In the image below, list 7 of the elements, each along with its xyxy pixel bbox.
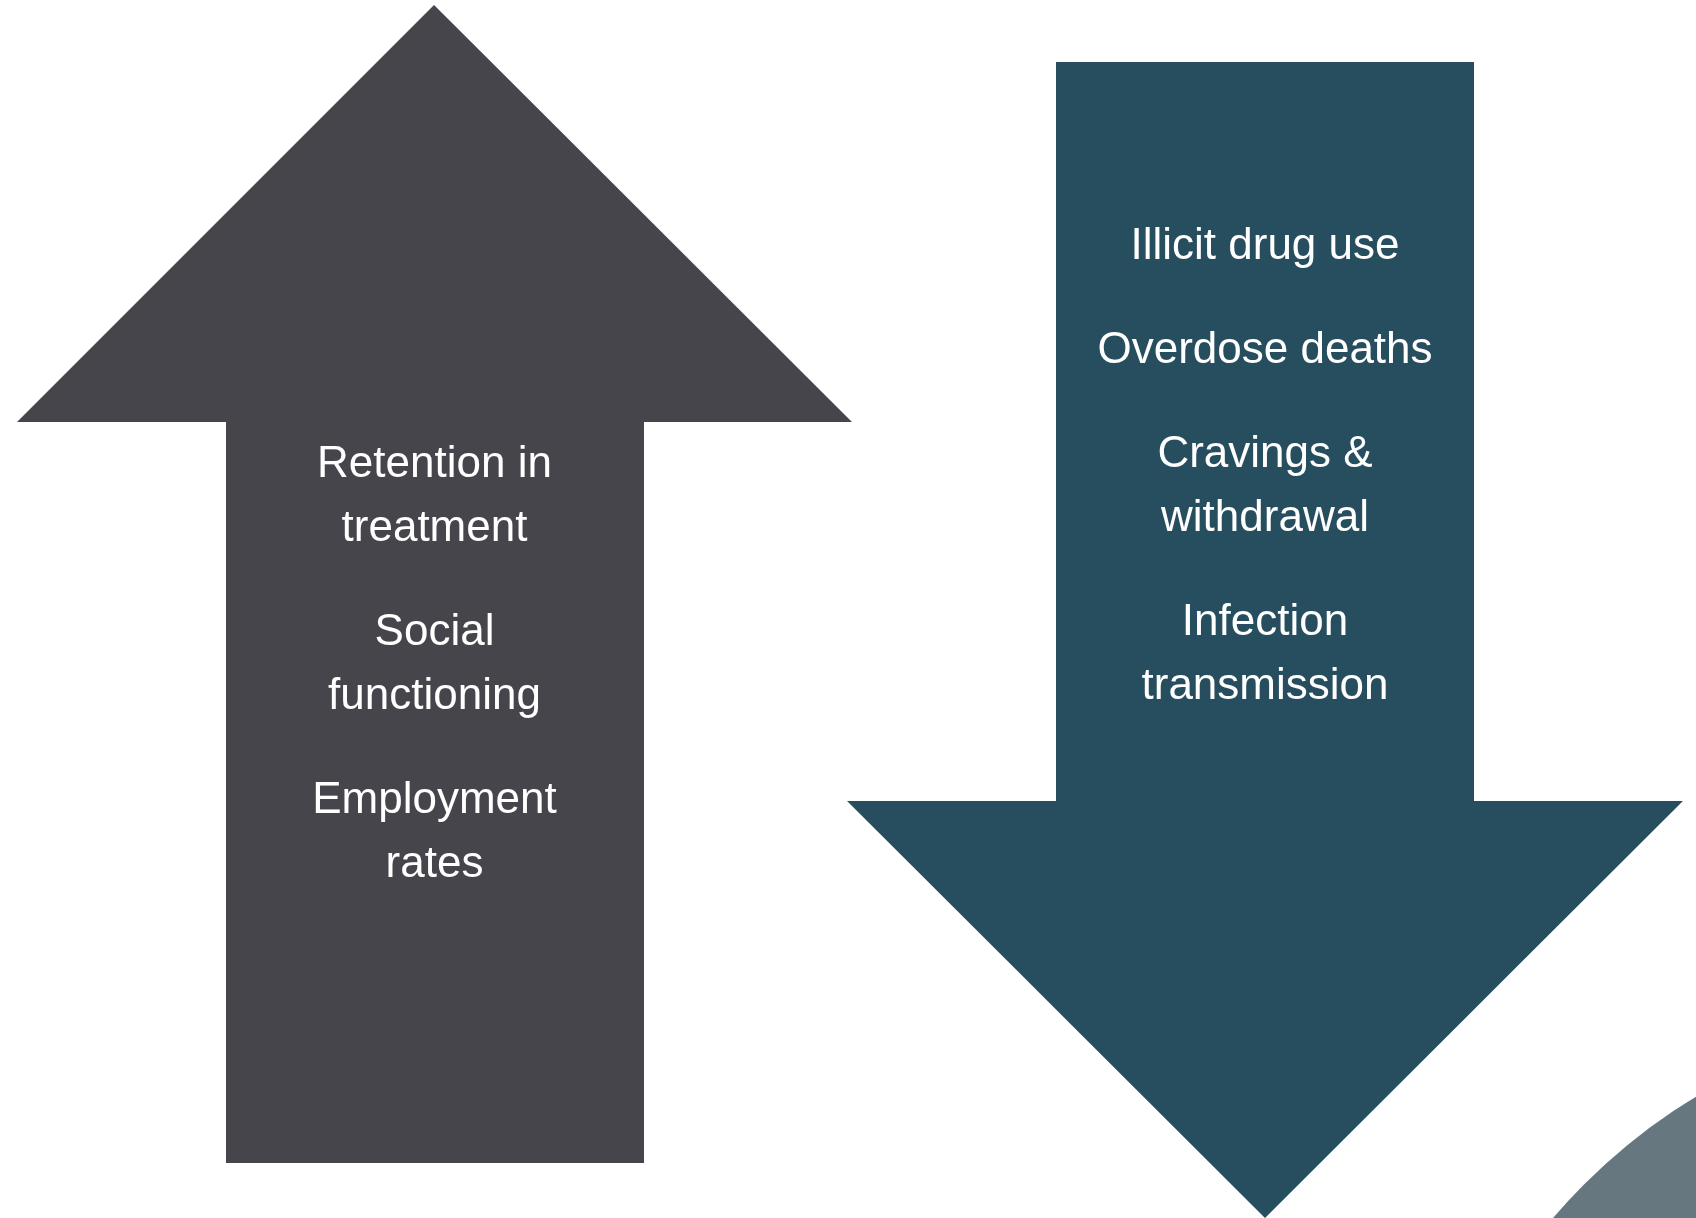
- outcome-text: Employment rates: [311, 772, 558, 888]
- outcome-text: Overdose deaths: [1096, 322, 1434, 374]
- outcome-text: Cravings & withdrawal: [1156, 426, 1374, 542]
- outcome-text: Retention in treatment: [316, 436, 553, 552]
- outcome-text: Illicit drug use: [1129, 218, 1401, 270]
- outcome-text: Social functioning: [327, 604, 542, 720]
- outcome-text: Infection transmission: [1140, 594, 1390, 710]
